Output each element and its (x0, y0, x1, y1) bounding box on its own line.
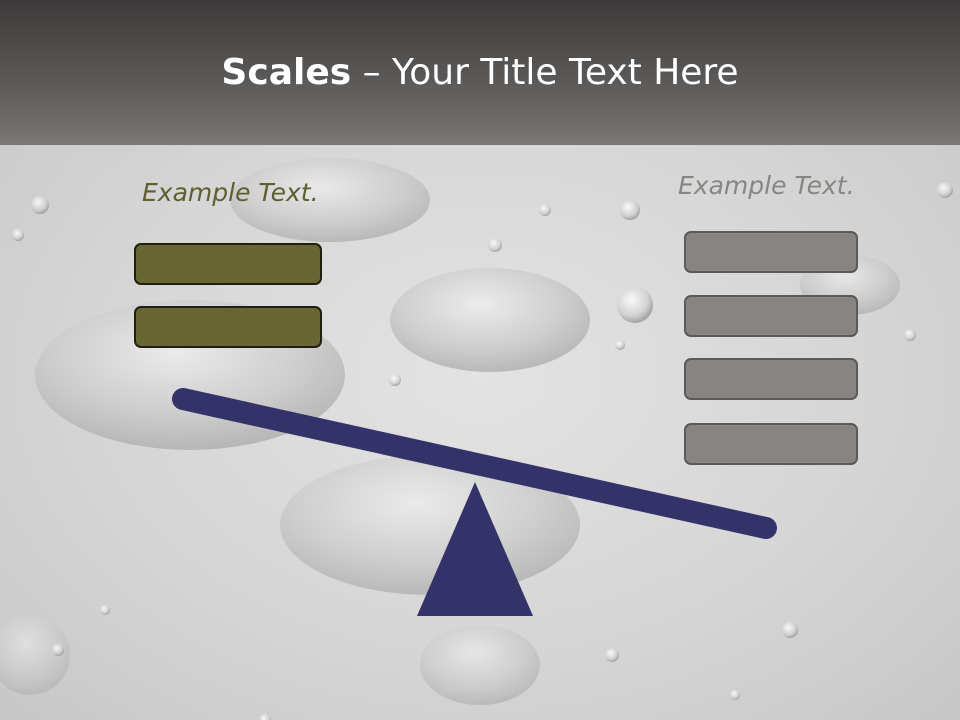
scale-beam (172, 388, 777, 539)
right-box-1 (684, 231, 858, 273)
scale-fulcrum (417, 482, 533, 616)
left-box-1 (134, 243, 322, 285)
left-label: Example Text. (142, 178, 319, 207)
title-bold: Scales (221, 52, 352, 93)
right-box-3 (684, 358, 858, 400)
right-box-2 (684, 295, 858, 337)
slide-title: Scales – Your Title Text Here (0, 52, 960, 93)
right-box-4 (684, 423, 858, 465)
left-box-2 (134, 306, 322, 348)
title-rest: – Your Title Text Here (351, 52, 739, 93)
right-label: Example Text. (678, 171, 855, 200)
title-bar: Scales – Your Title Text Here (0, 0, 960, 145)
